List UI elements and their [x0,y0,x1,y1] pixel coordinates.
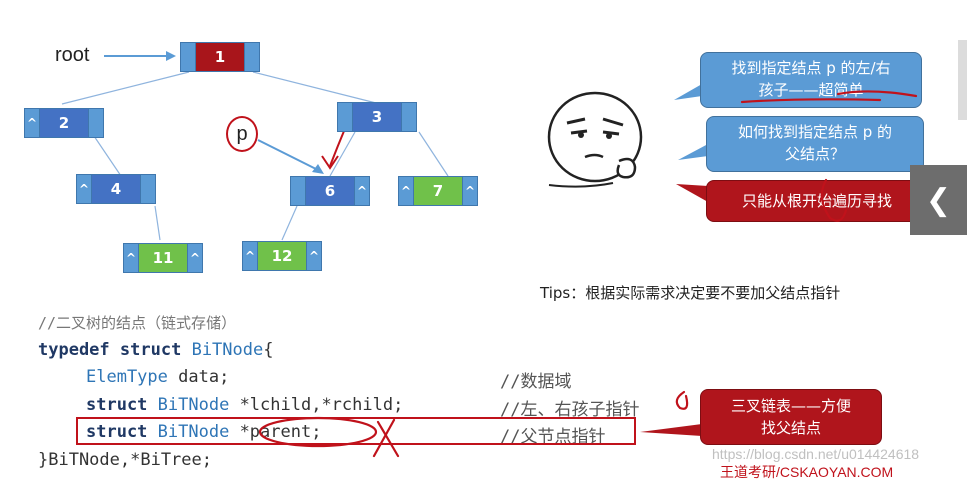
right-pointer-field [401,102,417,132]
tips-text: Tips：根据实际需求决定要不要加父结点指针 [540,284,841,302]
node-value: 12 [258,241,306,271]
code-type: BiTNode [157,395,230,415]
code-line-typedef: typedef struct BiTNode{ [38,340,273,360]
code-type: BiTNode [157,422,230,442]
scrollbar[interactable] [958,40,967,120]
bubble-line: 三叉链表——方便 [730,397,851,415]
bubble-trinary-list: 三叉链表——方便 找父结点 [700,389,882,445]
tree-node-11: ^ 11 ^ [123,243,203,273]
watermark-brand: 王道考研/CSKAOYAN.COM [720,464,894,480]
left-pointer-field [290,176,306,206]
bubble-line: 父结点？ [784,145,845,163]
code-type: ElemType [86,367,168,387]
chevron-left-icon[interactable]: ❮ [910,165,967,235]
tree-node-6: 6 ^ [290,176,370,206]
tree-node-3: 3 [337,102,417,132]
left-pointer-field [337,102,353,132]
code-line-data: ElemType data; [86,367,229,387]
tree-node-12: ^ 12 ^ [242,241,322,271]
thinking-face-icon [547,91,643,188]
node-value: 4 [92,174,140,204]
parent-field-highlight [76,417,636,445]
code-keyword: struct [86,422,148,442]
tree-node-4: ^ 4 [76,174,156,204]
node-value: 11 [139,243,187,273]
code-line-closing: }BiTNode,*BiTree; [38,450,212,470]
code-field: *lchild,*rchild; [229,395,404,415]
node-value: 6 [306,176,354,206]
left-pointer-field [180,42,196,72]
node-value: 1 [196,42,244,72]
code-line-children: struct BiTNode *lchild,*rchild; [86,395,403,415]
pointer-p-label: p [226,116,258,152]
node-value: 7 [414,176,462,206]
tree-node-2: ^ 2 [24,108,104,138]
code-keyword: typedef [38,340,110,360]
null-right-pointer: ^ [187,243,203,273]
code-comment-parent: //父节点指针 [500,427,606,447]
watermark-url: https://blog.csdn.net/u014424618 [712,446,920,462]
null-left-pointer: ^ [242,241,258,271]
node-value: 3 [353,102,401,132]
tree-node-7: ^ 7 ^ [398,176,478,206]
bubble-line: 找父结点 [760,419,821,437]
null-left-pointer: ^ [24,108,40,138]
bubble-line: 孩子——超简单 [758,81,864,99]
bubble-find-parent: 如何找到指定结点 p 的 父结点？ [706,116,924,172]
bubble-traverse-from-root: 只能从根开始遍历寻找 [706,180,928,222]
null-left-pointer: ^ [398,176,414,206]
code-keyword: struct [86,395,148,415]
right-pointer-field [140,174,156,204]
code-keyword: struct [119,340,182,360]
bubble-line: 找到指定结点 p 的左/右 [731,59,891,77]
code-type: BiTNode [191,340,264,360]
code-field: data; [167,367,230,387]
root-label: root [55,44,90,66]
null-right-pointer: ^ [354,176,370,206]
bubble-tails [674,84,708,202]
null-right-pointer: ^ [306,241,322,271]
bubble-tail-trinary [640,424,702,436]
right-pointer-field [244,42,260,72]
null-right-pointer: ^ [462,176,478,206]
code-brace: { [263,340,274,360]
bubble-find-children: 找到指定结点 p 的左/右 孩子——超简单 [700,52,922,108]
code-comment-data: //数据域 [500,372,572,392]
null-left-pointer: ^ [76,174,92,204]
bubble-line: 如何找到指定结点 p 的 [737,123,893,141]
tree-node-1: 1 [180,42,260,72]
code-comment-title: //二叉树的结点（链式存储） [38,314,237,332]
node-value: 2 [40,108,88,138]
code-comment-children: //左、右孩子指针 [500,400,640,420]
null-left-pointer: ^ [123,243,139,273]
right-pointer-field [88,108,104,138]
